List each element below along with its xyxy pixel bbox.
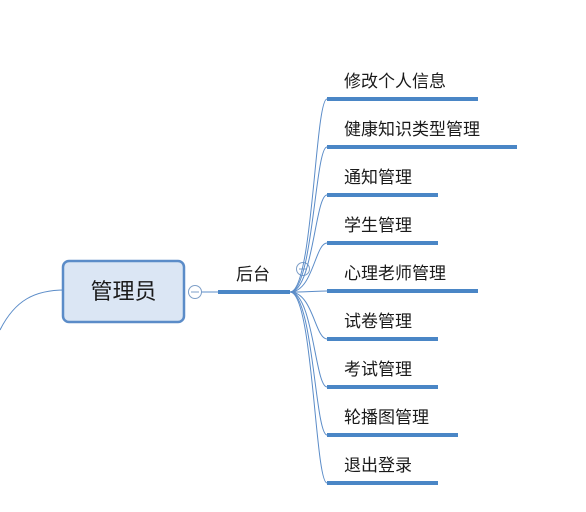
hub-collapse-toggle[interactable] bbox=[296, 262, 310, 276]
branch-item-label: 试卷管理 bbox=[344, 312, 412, 332]
branch-item-label: 修改个人信息 bbox=[344, 72, 446, 92]
branch-item-label: 退出登录 bbox=[344, 456, 412, 476]
branch-item[interactable]: 学生管理 bbox=[327, 216, 438, 245]
branch-item[interactable]: 健康知识类型管理 bbox=[327, 120, 517, 149]
root-node-box[interactable] bbox=[61, 259, 186, 324]
parent-connector bbox=[0, 289, 66, 331]
branch-connector bbox=[289, 242, 328, 293]
branch-connector bbox=[289, 291, 328, 340]
branch-connector bbox=[289, 98, 328, 293]
branch-connector bbox=[289, 291, 328, 484]
branch-item-label: 心理老师管理 bbox=[344, 264, 446, 284]
branch-connector bbox=[289, 290, 328, 293]
root-collapse-toggle[interactable] bbox=[188, 285, 202, 299]
branch-list: 修改个人信息健康知识类型管理通知管理学生管理心理老师管理试卷管理考试管理轮播图管… bbox=[289, 72, 517, 485]
branch-connector bbox=[289, 291, 328, 436]
branch-item[interactable]: 考试管理 bbox=[327, 360, 438, 389]
branch-item[interactable]: 试卷管理 bbox=[327, 312, 438, 341]
branch-item[interactable]: 心理老师管理 bbox=[327, 264, 478, 293]
branch-item[interactable]: 退出登录 bbox=[327, 456, 438, 485]
branch-item-label: 轮播图管理 bbox=[344, 408, 429, 428]
branch-connector bbox=[289, 146, 328, 293]
branch-item-label: 学生管理 bbox=[344, 216, 412, 236]
branch-item[interactable]: 轮播图管理 bbox=[327, 408, 458, 437]
branch-item[interactable]: 通知管理 bbox=[327, 168, 438, 197]
hub-node[interactable]: 后台 bbox=[218, 265, 290, 294]
root-node[interactable]: 管理员 bbox=[61, 259, 186, 324]
branch-item[interactable]: 修改个人信息 bbox=[327, 72, 478, 101]
branch-connector bbox=[289, 194, 328, 293]
branch-item-label: 通知管理 bbox=[344, 168, 412, 188]
branch-connector bbox=[289, 291, 328, 388]
branch-item-label: 考试管理 bbox=[344, 360, 412, 380]
root-node-label: 管理员 bbox=[90, 280, 156, 305]
hub-node-label: 后台 bbox=[236, 265, 270, 285]
branch-item-label: 健康知识类型管理 bbox=[344, 120, 480, 140]
